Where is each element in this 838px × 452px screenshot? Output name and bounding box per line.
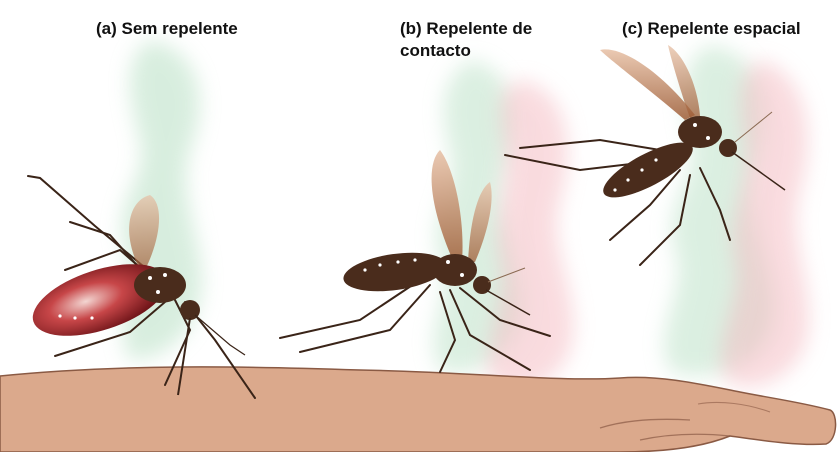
panel-label-contact-line1: (b) Repelente de [400, 18, 532, 40]
mosquito-a-feeding [24, 176, 255, 398]
arm-skin [0, 367, 836, 452]
panel-label-no-repellent: (a) Sem repelente [96, 18, 238, 40]
panel-label-contact-line2: contacto [400, 40, 532, 62]
panel-label-contact-repellent: (b) Repelente de contacto [400, 18, 532, 62]
panel-label-spatial-repellent: (c) Repelente espacial [622, 18, 801, 40]
